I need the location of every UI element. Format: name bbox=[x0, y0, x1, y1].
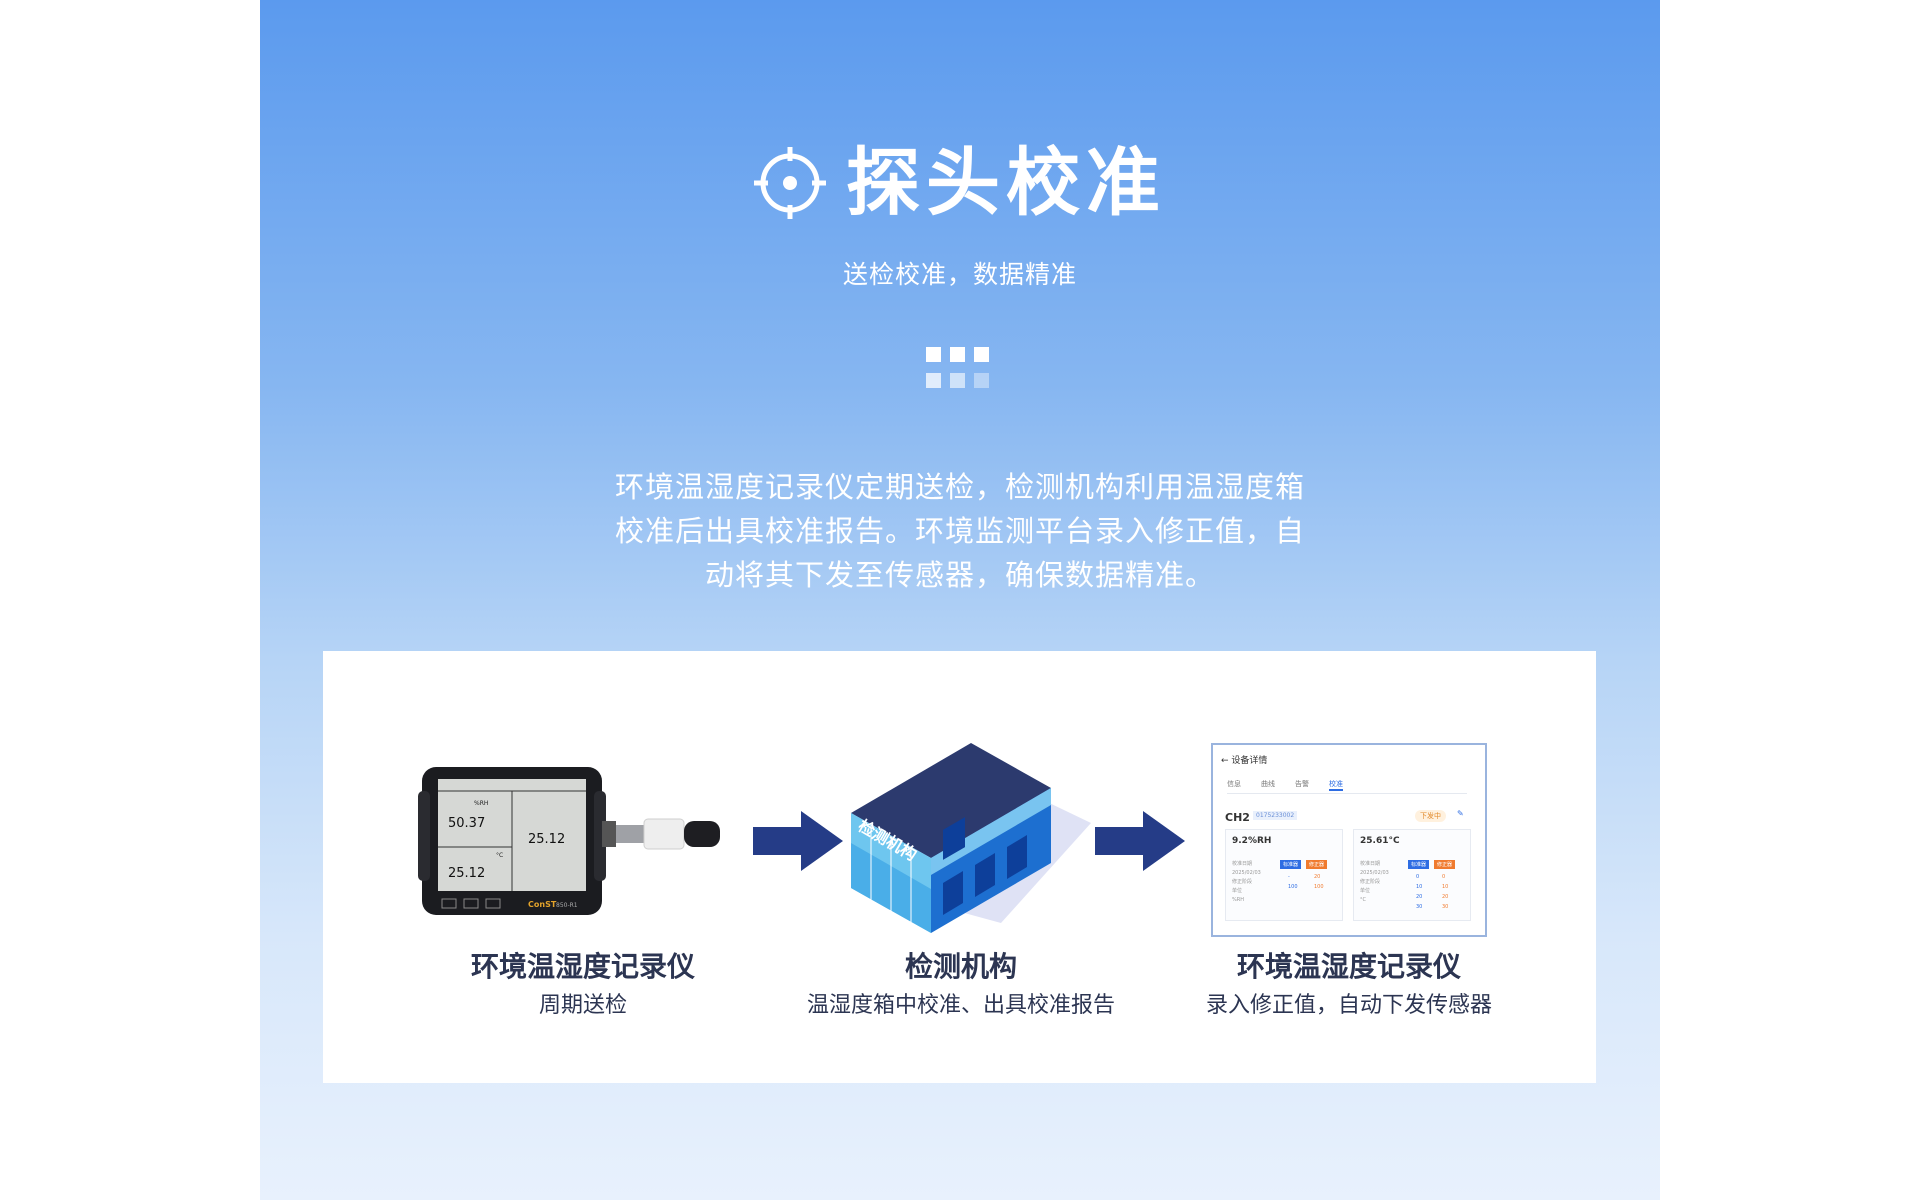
temperature-box: 25.61°C 校准日期 2025/02/03 修正阶段 单位 °C 标准器 修… bbox=[1353, 829, 1471, 921]
device-brand: ConST bbox=[528, 900, 557, 909]
flow-arrow-icon bbox=[753, 811, 843, 871]
step1-label: 环境温湿度记录仪 周期送检 bbox=[373, 949, 793, 1021]
screen-value-rh: 50.37 bbox=[448, 816, 485, 831]
step3-label: 环境温湿度记录仪 录入修正值，自动下发传感器 bbox=[1139, 949, 1559, 1021]
screen-unit-c: °C bbox=[496, 852, 503, 859]
step1-title: 环境温湿度记录仪 bbox=[470, 950, 695, 983]
step3-subtitle: 录入修正值，自动下发传感器 bbox=[1205, 993, 1492, 1018]
edit-icon: ✎ bbox=[1457, 809, 1464, 818]
status-badge: 下发中 bbox=[1415, 810, 1446, 822]
flow-arrow-icon bbox=[1095, 811, 1185, 871]
humidity-rows: 校准日期 2025/02/03 修正阶段 单位 %RH bbox=[1232, 861, 1261, 903]
grid-dots-icon bbox=[926, 347, 994, 391]
step2-subtitle: 温湿度箱中校准、出具校准报告 bbox=[806, 993, 1115, 1018]
standard-values: - 100 bbox=[1288, 874, 1298, 890]
lab-building-image: 检测机构 bbox=[851, 743, 1091, 933]
standard-tag: 标准器 bbox=[1280, 860, 1302, 869]
page-subtitle: 送检校准，数据精准 bbox=[842, 260, 1077, 289]
device-model: 850-R1 bbox=[556, 902, 578, 909]
description-line: 环境温湿度记录仪定期送检，检测机构利用温湿度箱 bbox=[614, 470, 1305, 504]
temperature-value: 25.61°C bbox=[1360, 836, 1400, 846]
page-title: 探头校准 bbox=[846, 140, 1166, 226]
section-heading: 探头校准 bbox=[260, 138, 1660, 228]
temperature-rows: 校准日期 2025/02/03 修正阶段 单位 °C bbox=[1360, 861, 1389, 903]
screen-value-c: 25.12 bbox=[448, 866, 485, 881]
step2-title: 检测机构 bbox=[904, 950, 1017, 983]
back-link: ← 设备详情 bbox=[1221, 756, 1268, 766]
tab-alarm: 告警 bbox=[1295, 780, 1309, 788]
humidity-value: 9.2%RH bbox=[1232, 836, 1272, 846]
standard-tag: 标准器 bbox=[1408, 860, 1430, 869]
correction-tag: 修正器 bbox=[1306, 860, 1328, 869]
tab-bar: 信息 曲线 告警 校准 bbox=[1227, 779, 1467, 794]
logger-device-image: %RH 50.37 °C 25.12 25.12 ConST 850-R1 bbox=[418, 767, 720, 915]
correction-values: 20 100 bbox=[1314, 874, 1324, 890]
channel-name: CH2 bbox=[1225, 811, 1250, 824]
screen-unit-rh: %RH bbox=[474, 800, 488, 807]
description: 环境温湿度记录仪定期送检，检测机构利用温湿度箱 校准后出具校准报告。环境监测平台… bbox=[600, 465, 1320, 597]
step2-label: 检测机构 温湿度箱中校准、出具校准报告 bbox=[751, 949, 1171, 1021]
correction-tag: 修正器 bbox=[1434, 860, 1456, 869]
standard-values: 0 10 20 30 bbox=[1416, 874, 1423, 910]
humidity-box: 9.2%RH 校准日期 2025/02/03 修正阶段 单位 %RH 标准器 修… bbox=[1225, 829, 1343, 921]
screen-value-big: 25.12 bbox=[528, 832, 565, 847]
flow-card: %RH 50.37 °C 25.12 25.12 ConST 850-R1 检测… bbox=[323, 651, 1596, 1083]
tab-calibration: 校准 bbox=[1329, 779, 1343, 791]
correction-values: 0 10 20 30 bbox=[1442, 874, 1449, 910]
device-detail-screenshot: ← 设备详情 信息 曲线 告警 校准 CH2 0175233002 下发中 ✎ … bbox=[1211, 743, 1487, 937]
description-line: 校准后出具校准报告。环境监测平台录入修正值，自 bbox=[614, 514, 1305, 548]
tab-curve: 曲线 bbox=[1261, 780, 1275, 788]
description-line: 动将其下发至传感器，确保数据精准。 bbox=[704, 558, 1215, 592]
crosshair-icon bbox=[754, 147, 826, 219]
step3-title: 环境温湿度记录仪 bbox=[1236, 950, 1461, 983]
channel-tag: 0175233002 bbox=[1253, 811, 1298, 820]
step1-subtitle: 周期送检 bbox=[538, 993, 627, 1018]
tab-info: 信息 bbox=[1227, 780, 1241, 788]
